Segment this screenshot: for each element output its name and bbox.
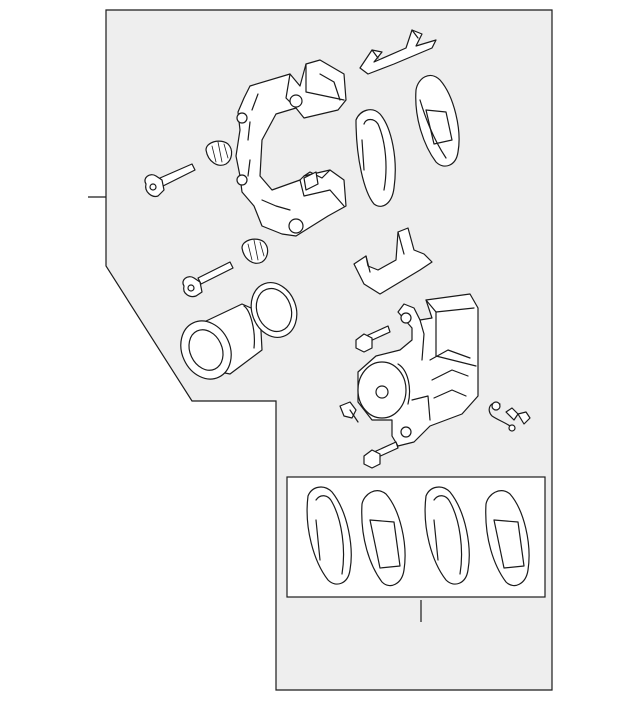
guide-pin-bolt-upper[interactable] bbox=[144, 163, 196, 197]
brake-pad-inner-upper[interactable] bbox=[355, 109, 396, 207]
pad-kit[interactable] bbox=[286, 476, 546, 622]
caliper-mounting-bolt-lower[interactable] bbox=[363, 441, 399, 469]
pad-kit-pad-1[interactable] bbox=[306, 486, 352, 585]
caliper-mounting-bolt-upper[interactable] bbox=[355, 325, 391, 353]
bleeder-screw[interactable] bbox=[339, 401, 359, 423]
brake-hose-banjo-fitting[interactable] bbox=[488, 401, 531, 432]
caliper-support-bracket[interactable] bbox=[235, 59, 347, 237]
brake-pad-outer-upper[interactable] bbox=[415, 75, 460, 167]
guide-pin-bolt-lower[interactable] bbox=[182, 261, 234, 298]
pad-kit-pad-2[interactable] bbox=[361, 490, 406, 587]
anti-rattle-clip-lower[interactable] bbox=[353, 227, 433, 295]
pad-kit-pad-4[interactable] bbox=[485, 490, 530, 587]
guide-pin-boot-upper[interactable] bbox=[205, 140, 233, 166]
pad-kit-pad-3[interactable] bbox=[424, 486, 470, 585]
guide-pin-boot-lower[interactable] bbox=[241, 238, 269, 264]
caliper-housing[interactable] bbox=[357, 293, 479, 447]
caliper-piston[interactable] bbox=[172, 303, 263, 387]
piston-seal[interactable] bbox=[244, 276, 304, 344]
anti-rattle-clip-upper[interactable] bbox=[359, 29, 437, 75]
